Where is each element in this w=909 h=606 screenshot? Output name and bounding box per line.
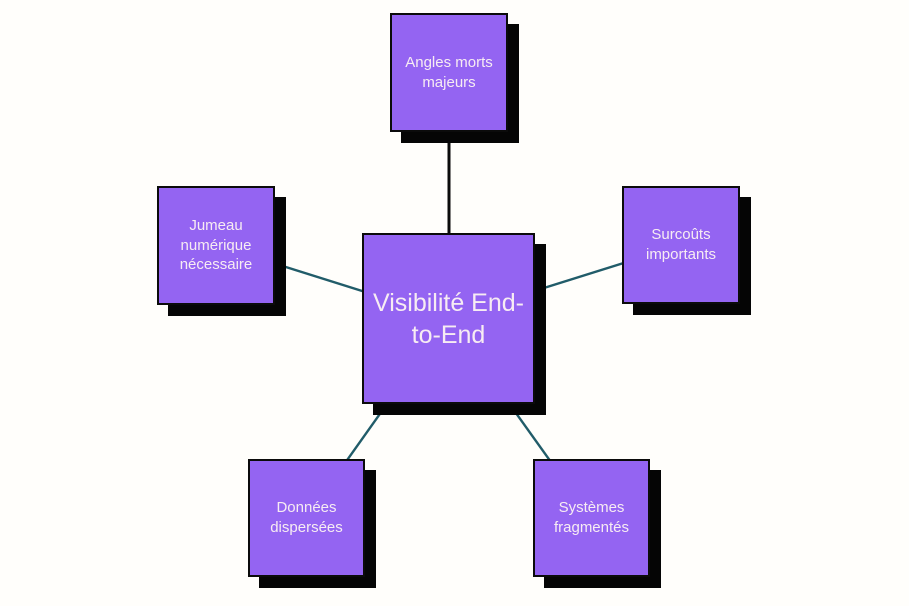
node-angles-morts: Angles morts majeurs — [390, 13, 508, 132]
node-donnees-dispersees: Données dispersées — [248, 459, 365, 577]
node-label: Surcoûts importants — [645, 226, 717, 263]
node-label: Angles morts majeurs — [405, 53, 493, 91]
node-systemes-fragmentes: Systèmes fragmentés — [533, 459, 650, 577]
node-label: Systèmes fragmentés — [553, 499, 630, 536]
node-label: Données dispersées — [270, 499, 343, 536]
center-node-label: Visibilité End-to-End — [372, 288, 524, 349]
node-center-visibilite: Visibilité End-to-End — [362, 233, 535, 404]
node-jumeau-numerique: Jumeau numérique nécessaire — [157, 186, 275, 305]
node-surcouts: Surcoûts importants — [622, 186, 740, 304]
node-label: Jumeau numérique nécessaire — [179, 216, 253, 274]
